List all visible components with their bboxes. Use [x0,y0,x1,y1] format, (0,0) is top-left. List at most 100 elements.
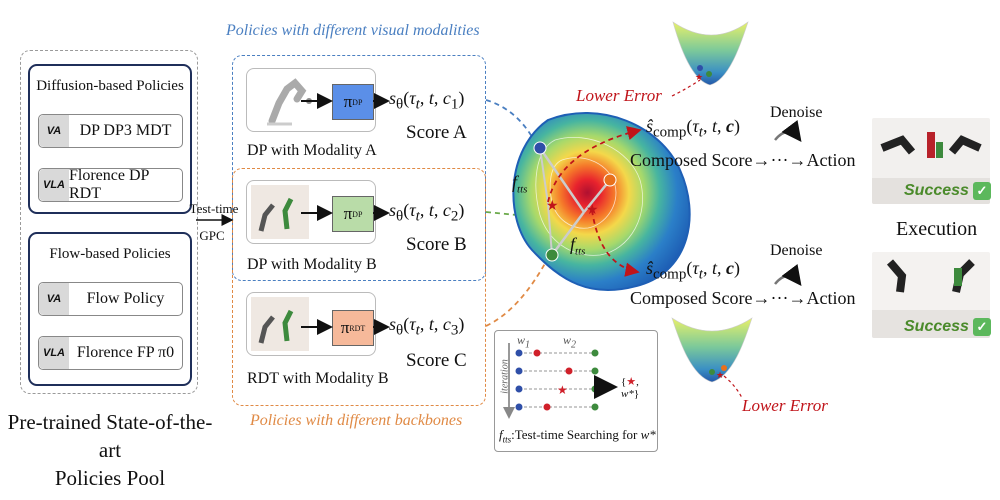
robot-execution-image [872,252,990,338]
f-sub: tts [575,245,586,258]
execution-photo-bottom [872,252,990,338]
cond-index: 1 [450,96,459,113]
diffusion-vla-item: VLA Florence DP RDT [38,167,183,202]
pi-subscript: DP [352,209,363,219]
robot-scene-image [251,185,309,239]
svg-text:★: ★ [695,72,703,82]
execution-photo-top [872,118,990,204]
check-icon: ✓ [972,318,991,336]
error-bowl-bottom [671,317,753,383]
result-star: ★ [626,376,637,388]
composed-eq-top: ŝcomp(τt, t, c) [646,116,740,141]
va-tag: VA [39,115,69,147]
search-iterations-graphic: ★ [503,343,618,419]
w-sub: 1 [525,339,531,351]
test-time-gpc-label: Test-time GPC [186,200,242,244]
diffusion-va-item: VA DP DP3 MDT [38,114,183,148]
score-b-label: Score B [406,234,467,255]
result-w: w* [621,388,634,400]
composed-row-bottom: Composed Score→···→Action [630,288,855,309]
flow-va-item: VA Flow Policy [38,282,183,316]
score-equation-c: sθ(τt, t, c3) [389,314,465,339]
success-text: Success [904,318,969,335]
w-sub: 2 [571,339,577,351]
diffusion-policies-group: Diffusion-based Policies VA DP DP3 MDT V… [28,64,192,214]
modality-b-label: DP with Modality B [247,256,377,273]
cond-index: 2 [450,208,459,225]
red-arrow-bottom [591,209,640,277]
point-a [533,141,547,155]
action-label: Action [806,288,856,308]
modality-c-label: RDT with Modality B [247,370,389,387]
policies-pool-container [20,50,198,394]
success-badge-top: Success✓ [904,182,991,200]
pi-symbol: π [343,204,353,223]
f-tts-label-2: ftts [570,234,585,258]
composed-row-top: Composed Score→···→Action [630,150,855,171]
f-tts-label-1: ftts [512,172,527,196]
search-result: {★, w*} [621,376,640,400]
vla-tag: VLA [39,337,69,369]
pi-subscript: RDT [349,323,366,333]
connector-c [485,257,549,327]
success-text: Success [904,182,969,199]
w-symbol: w [517,333,526,347]
w1-label: w1 [517,333,530,350]
gpc-line: GPC [199,228,225,243]
denoise-loop-top [774,120,802,142]
pi-subscript: DP [352,97,363,107]
score-a-label: Score A [406,122,467,143]
visual-modalities-box [232,55,486,281]
pi-symbol: π [340,318,350,337]
backbones-title: Policies with different backbones [250,412,463,429]
pool-caption: Pre-trained State-of-the-art Policies Po… [0,408,220,492]
test-time-search-inset: ★ w1 w2 iteration {★, w*} ftts:Test-time… [494,330,658,452]
cond-index: 3 [450,322,459,339]
robot-execution-image [872,118,990,204]
w-symbol: w [563,333,572,347]
test-time-line: Test-time [189,201,239,216]
vla-tag: VLA [39,169,69,201]
search-caption: ftts:Test-time Searching for w* [499,427,656,445]
point-c [545,248,559,262]
composed-eq-bottom: ŝcomp(τt, t, c) [646,258,740,283]
caption-f: f [499,427,503,442]
svg-text:★: ★ [716,370,724,380]
action-label: Action [806,150,856,170]
f-symbol: f [512,172,518,192]
flow-policies-group: Flow-based Policies VA Flow Policy VLA F… [28,232,192,386]
caption-w: w* [640,427,656,442]
lower-error-top: Lower Error [576,86,662,105]
denoise-label-top: Denoise [770,104,823,121]
score-equation-b: sθ(τt, t, c2) [389,200,465,225]
modality-a-label: DP with Modality A [247,142,377,159]
flow-vla-text: Florence FP π0 [76,344,175,361]
flow-va-text: Flow Policy [86,290,165,307]
denoise-loop-bottom [774,264,802,286]
diffusion-vla-text: Florence DP RDT [69,167,149,202]
robot-scene-image [251,297,309,351]
composed-score-label: Composed Score [630,150,753,170]
f-symbol: f [570,234,576,254]
va-tag: VA [39,283,69,315]
pool-caption-line1: Pre-trained State-of-the-art [7,410,213,462]
red-arrow-top [547,126,642,203]
visual-modalities-title: Policies with different visual modalitie… [226,22,480,39]
caption-sub: tts [502,434,512,445]
diffusion-group-title: Diffusion-based Policies [36,78,184,94]
point-b [603,173,617,187]
lower-error-bottom: Lower Error [742,396,828,415]
flow-group-title: Flow-based Policies [49,246,171,262]
caption-text: :Test-time Searching for [511,427,641,442]
star-1: ★ [546,199,559,214]
iteration-label: iteration [499,359,511,394]
f-sub: tts [517,183,528,196]
execution-label: Execution [896,218,978,240]
pool-caption-line2: Policies Pool [54,466,166,490]
diffusion-va-text: DP DP3 MDT [79,122,172,139]
flow-vla-item: VLA Florence FP π0 [38,336,183,370]
w2-label: w2 [563,333,576,350]
